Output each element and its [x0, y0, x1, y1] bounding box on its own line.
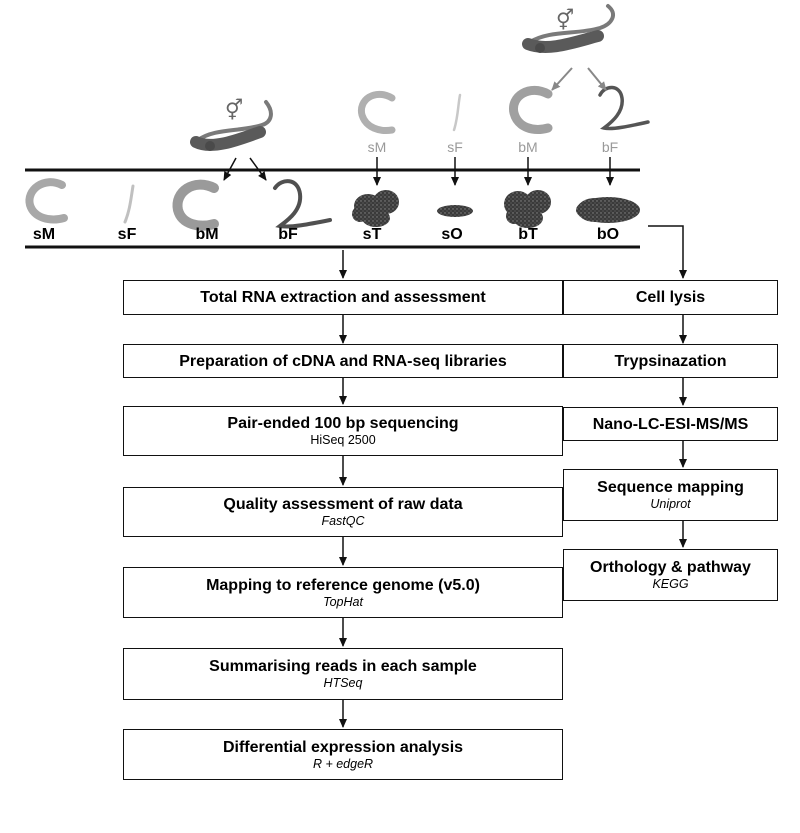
rna-step-3-tool: HiSeq 2500: [310, 433, 376, 447]
sample-label-sO: sO: [441, 226, 463, 243]
rna-step-3-title: Pair-ended 100 bp sequencing: [227, 415, 459, 432]
rna-step-5-box: Mapping to reference genome (v5.0) TopHa…: [123, 567, 563, 618]
top-label-sM: sM: [367, 139, 387, 155]
sample-label-bF: bF: [278, 226, 298, 243]
protein-step-5-tool: KEGG: [652, 577, 689, 591]
rna-step-7-tool: R + edgeR: [312, 756, 374, 771]
rna-step-4-box: Quality assessment of raw data FastQC: [123, 487, 563, 537]
rna-step-7-box: Differential expression analysis R + edg…: [123, 729, 563, 780]
protein-step-5-box: Orthology & pathway KEGG: [563, 549, 778, 601]
rna-step-3-box: Pair-ended 100 bp sequencing HiSeq 2500: [123, 406, 563, 456]
protein-step-4-title: Sequence mapping: [597, 479, 744, 496]
protein-step-1-box: Cell lysis: [563, 280, 778, 315]
rna-step-6-tool: HTSeq: [323, 676, 363, 690]
sample-sT-image: [352, 190, 399, 227]
rna-step-5-title: Mapping to reference genome (v5.0): [206, 576, 480, 594]
protein-step-3-box: Nano-LC-ESI-MS/MS: [563, 407, 778, 441]
protein-step-3-title: Nano-LC-ESI-MS/MS: [592, 415, 749, 433]
couple-symbol-right: ⚥: [555, 8, 575, 32]
couple-symbol-left: ⚥: [224, 98, 244, 122]
arrow-pair-left-to-bM: [223, 157, 237, 181]
arrow-pair-left-to-bF: [249, 157, 267, 181]
rna-step-4-title: Quality assessment of raw data: [223, 496, 463, 513]
rna-step-1-box: Total RNA extraction and assessment: [123, 280, 563, 315]
sample-sO-image: [437, 205, 473, 217]
rna-step-2-box: Preparation of cDNA and RNA-seq librarie…: [123, 344, 563, 378]
rna-step-6-box: Summarising reads in each sample HTSeq: [123, 648, 563, 700]
sample-label-bT: bT: [518, 226, 538, 243]
sample-label-bM: bM: [195, 226, 219, 243]
top-worm-bF-image: [598, 85, 650, 131]
paired-worms-right-image: [522, 4, 616, 53]
top-worm-sM-image: [357, 90, 396, 134]
sample-bO-image: [576, 197, 640, 223]
protein-step-4-tool: Uniprot: [650, 497, 691, 511]
sample-bM-image: [172, 179, 219, 231]
sample-sM-image: [25, 178, 68, 224]
rna-step-1-title: Total RNA extraction and assessment: [200, 289, 486, 306]
sample-label-sF: sF: [117, 226, 137, 243]
sample-label-sT: sT: [362, 226, 382, 243]
top-label-bF: bF: [601, 139, 619, 155]
protein-step-4-box: Sequence mapping Uniprot: [563, 469, 778, 521]
arrow-bO-to-protein: [648, 225, 687, 279]
top-worm-sF-image: [452, 93, 462, 132]
rna-step-2-title: Preparation of cDNA and RNA-seq librarie…: [179, 352, 507, 370]
top-worm-bM-image: [509, 85, 553, 134]
top-label-bM: bM: [518, 139, 538, 155]
protein-step-1-title: Cell lysis: [635, 289, 706, 306]
rna-step-4-tool: FastQC: [321, 514, 365, 528]
protein-step-2-title: Trypsinazation: [614, 352, 727, 370]
protein-step-2-box: Trypsinazation: [563, 344, 778, 378]
paired-worms-left-image: [190, 100, 273, 151]
protein-step-5-title: Orthology & pathway: [590, 559, 751, 576]
sample-label-bO: bO: [596, 226, 620, 243]
rna-step-7-title: Differential expression analysis: [222, 738, 464, 756]
sample-label-sM: sM: [32, 226, 56, 243]
rna-step-5-tool: TopHat: [323, 594, 363, 609]
arrow-pair-right-to-bF: [587, 67, 607, 91]
top-label-sF: sF: [447, 139, 463, 155]
arrow-pair-right-to-bM: [551, 67, 573, 91]
sample-bT-image: [504, 190, 551, 228]
rna-step-6-title: Summarising reads in each sample: [209, 658, 477, 675]
sample-bF-image: [273, 179, 332, 229]
sample-sF-image: [123, 184, 135, 224]
